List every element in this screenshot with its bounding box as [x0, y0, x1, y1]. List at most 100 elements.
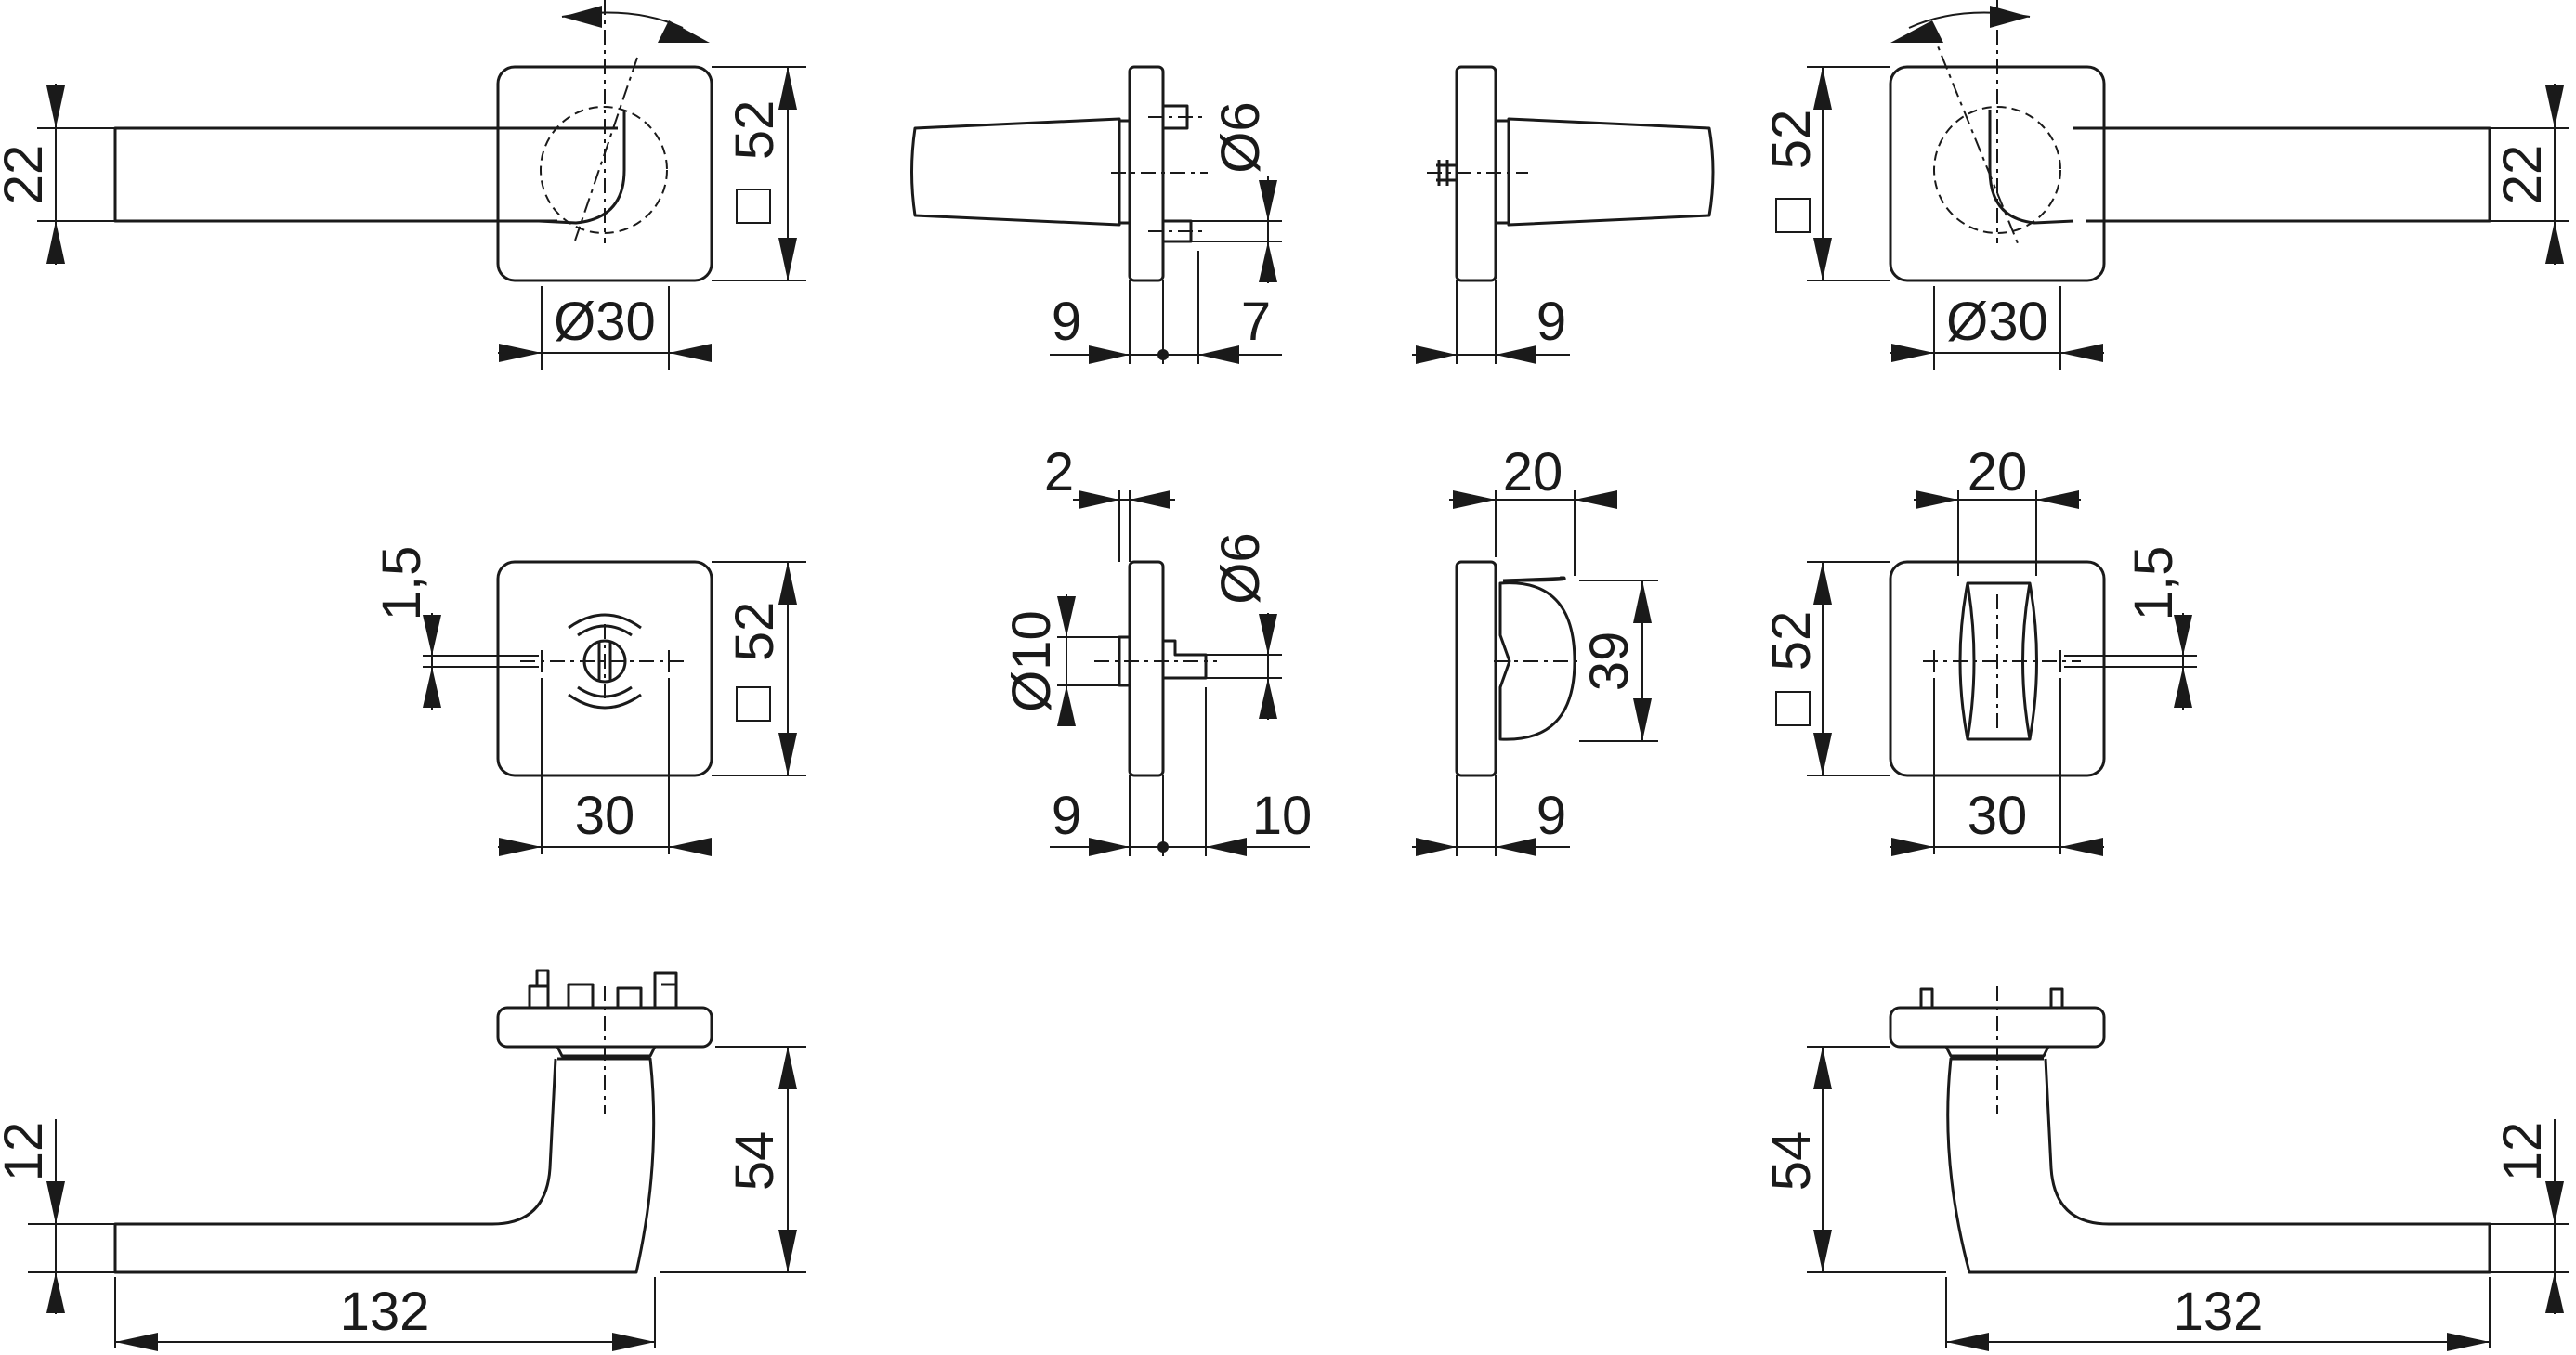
dim-label-132: 132 [2174, 1282, 2264, 1342]
arrowhead [499, 344, 542, 362]
arrowhead [778, 1047, 797, 1089]
dim-label-d6: Ø6 [1210, 532, 1271, 604]
dim-label-1-5: 1,5 [2124, 546, 2184, 621]
arrowhead [1633, 698, 1652, 741]
arrowhead [2060, 838, 2103, 856]
arrowhead [1890, 20, 1943, 43]
spindle-circle [1933, 106, 2061, 234]
view-lever-top-left: 12 54 132 [0, 969, 806, 1351]
arrowhead [1057, 596, 1076, 637]
arrowhead [1079, 490, 1119, 509]
arrowhead [423, 615, 441, 656]
arrowhead [46, 221, 65, 264]
arrowhead [1057, 685, 1076, 726]
arrowhead [1891, 344, 1934, 362]
arrowhead [1916, 490, 1958, 509]
square-symbol [1775, 198, 1811, 233]
fixing-pins [1919, 987, 2064, 1008]
dim-label-d30: Ø30 [554, 292, 656, 352]
arrowhead [1813, 1230, 1832, 1272]
center-line-diagonal [573, 57, 638, 244]
arrowhead [1575, 490, 1617, 509]
square-symbol [1775, 691, 1811, 726]
arrowhead [1416, 838, 1457, 856]
view-lever-side-right: 9 [1412, 65, 1715, 364]
arrowhead [2545, 1272, 2564, 1313]
arrowhead [1198, 345, 1239, 364]
small-pin [1436, 160, 1457, 186]
dim-label-54: 54 [725, 1131, 785, 1192]
lever-cone [1507, 117, 1715, 227]
arrowhead [1891, 838, 1934, 856]
dim-label-12: 12 [0, 1122, 54, 1182]
dim-label-52: 52 [725, 100, 785, 161]
fixing-pins [528, 969, 678, 1008]
dim-label-39: 39 [1579, 632, 1640, 692]
rose-plate [1128, 560, 1165, 777]
lever-grip [2073, 126, 2491, 223]
rose-plate [1455, 560, 1497, 777]
dim-label-52: 52 [1761, 611, 1822, 671]
arrowhead [2060, 344, 2103, 362]
arrowhead [778, 238, 797, 280]
arrowhead [1089, 345, 1130, 364]
arrowhead [2545, 1181, 2564, 1224]
rose-neck [556, 1046, 657, 1058]
arrowhead [1633, 580, 1652, 623]
square-symbol [736, 686, 771, 722]
arrowhead [1089, 838, 1130, 856]
arrowhead [1259, 241, 1277, 282]
view-lever-front-left: 22 52 Ø30 [0, 0, 806, 370]
arrowhead [2545, 85, 2564, 128]
arrowhead [1990, 6, 2030, 28]
arrowhead [1813, 733, 1832, 775]
dim-label-52: 52 [1761, 110, 1822, 170]
turn-knob-arc [568, 613, 642, 630]
dim-label-9: 9 [1052, 786, 1081, 846]
dim-label-d30: Ø30 [1946, 292, 2048, 352]
view-lever-top-right: 54 12 132 [1761, 986, 2569, 1351]
arrowhead [499, 838, 542, 856]
arrowhead [2174, 667, 2192, 708]
turn-knob-arc [568, 693, 642, 710]
dim-label-9: 9 [1536, 292, 1566, 352]
thumb-turn [1498, 576, 1576, 741]
dim-label-30: 30 [575, 786, 635, 846]
view-turn-rose-side: 2 Ø10 Ø6 9 10 [1001, 442, 1312, 856]
arrowhead [1259, 678, 1277, 719]
dim-label-1-5: 1,5 [372, 546, 432, 621]
dim-label-20: 20 [1503, 442, 1563, 502]
dim-label-d10: Ø10 [1001, 610, 1062, 712]
arrowhead [46, 1272, 65, 1313]
arrowhead [1130, 490, 1170, 509]
arrowhead [46, 85, 65, 128]
view-thumb-turn-front: 20 1,5 52 30 [1761, 442, 2197, 856]
arrowhead [562, 6, 602, 28]
dim-label-2: 2 [1044, 442, 1074, 502]
arrowhead [1496, 838, 1536, 856]
dim-label-9: 9 [1536, 786, 1566, 846]
datum-dot [1157, 349, 1169, 360]
arrowhead [1813, 238, 1832, 280]
arrowhead [669, 344, 712, 362]
arrowhead [46, 1181, 65, 1224]
view-lever-side-left: Ø6 9 7 [910, 65, 1282, 364]
thumb-turn-edge [1966, 582, 1976, 740]
arrowhead [1453, 490, 1496, 509]
spindle-circle [540, 106, 668, 234]
arrowhead [1259, 180, 1277, 221]
arrowhead [2036, 490, 2079, 509]
arrowhead [2545, 221, 2564, 264]
dim-label-132: 132 [340, 1282, 430, 1342]
arrowhead [658, 20, 710, 43]
dim-label-20: 20 [1968, 442, 2028, 502]
pin [1163, 639, 1208, 680]
arrowhead [1813, 67, 1832, 110]
arrowhead [1496, 345, 1536, 364]
view-lever-front-right: 52 22 Ø30 [1761, 0, 2569, 370]
lever-neck [538, 110, 626, 225]
arrowhead [1813, 562, 1832, 605]
center-line-diagonal [1929, 27, 2019, 244]
rose-square [496, 560, 713, 777]
